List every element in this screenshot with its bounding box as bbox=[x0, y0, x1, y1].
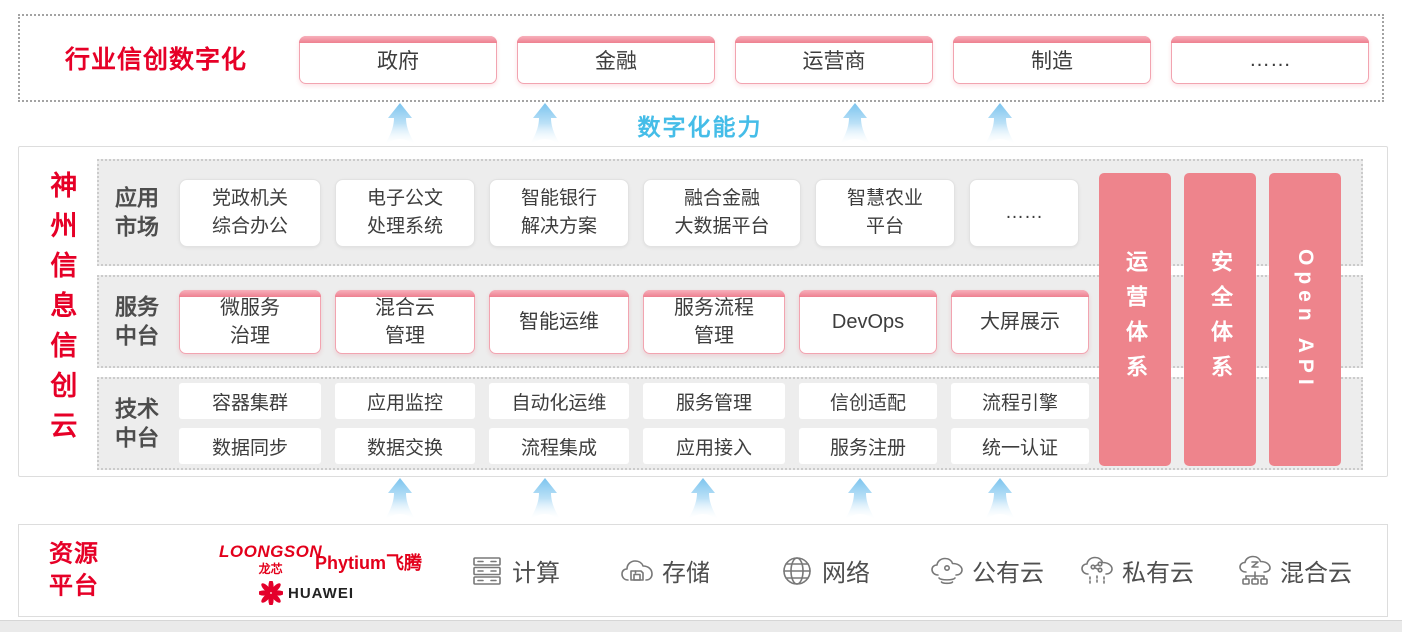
tech-box: 服务管理 bbox=[643, 383, 785, 419]
pillar-open-api: Open API bbox=[1269, 173, 1341, 466]
industry-box-manufacturing: 制造 bbox=[953, 36, 1151, 84]
platform-title: 神州信息信创云 bbox=[46, 171, 77, 451]
tech-box: 自动化运维 bbox=[489, 383, 629, 419]
app-box: 智能银行 解决方案 bbox=[489, 178, 629, 247]
app-box: 融合金融 大数据平台 bbox=[643, 178, 801, 247]
service-box: 服务流程 管理 bbox=[643, 289, 785, 354]
pillar-security-system: 安全体系 bbox=[1184, 173, 1256, 466]
network-icon bbox=[783, 556, 811, 585]
service-boxes: 微服务 治理 混合云 管理 智能运维 服务流程 管理 DevOps 大屏展示 bbox=[179, 277, 1089, 366]
platform-box: 神州信息信创云 应用 市场 党政机关 综合办公 电子公文 处理系统 智能银行 解… bbox=[18, 146, 1388, 477]
up-arrow-icon bbox=[840, 103, 870, 144]
up-arrow-icon bbox=[385, 478, 415, 519]
tech-boxes: 容器集群 数据同步 应用监控 数据交换 自动化运维 流程集成 服务管理 应用接入… bbox=[179, 379, 1089, 468]
footer-bar bbox=[0, 620, 1402, 632]
layer-label: 应用 市场 bbox=[115, 184, 160, 240]
tech-box: 统一认证 bbox=[951, 428, 1089, 464]
private-cloud-icon bbox=[1081, 556, 1113, 584]
up-arrow-icon bbox=[530, 103, 560, 144]
hybrid-cloud-icon bbox=[1239, 555, 1271, 585]
layer-tech-platform: 技术 中台 容器集群 数据同步 应用监控 数据交换 自动化运维 流程集成 服务管… bbox=[97, 377, 1363, 470]
tech-box: 信创适配 bbox=[799, 383, 937, 419]
resource-band: 资源 平台 LOONGSON 龙芯 Phytium飞腾 HUAWEI bbox=[18, 524, 1388, 617]
industry-band-title: 行业信创数字化 bbox=[65, 46, 248, 74]
up-arrow-icon bbox=[688, 478, 718, 519]
service-box: 混合云 管理 bbox=[335, 289, 475, 354]
layer-service-platform: 服务 中台 微服务 治理 混合云 管理 智能运维 服务流程 管理 DevOps … bbox=[97, 275, 1363, 368]
app-box: 党政机关 综合办公 bbox=[179, 178, 321, 247]
industry-box-operator: 运营商 bbox=[735, 36, 933, 84]
app-boxes: 党政机关 综合办公 电子公文 处理系统 智能银行 解决方案 融合金融 大数据平台… bbox=[179, 161, 1079, 264]
up-arrow-icon bbox=[845, 478, 875, 519]
tech-box: 应用接入 bbox=[643, 428, 785, 464]
tech-box: 数据同步 bbox=[179, 428, 321, 464]
server-icon bbox=[473, 556, 501, 585]
service-box: 大屏展示 bbox=[951, 289, 1089, 354]
resource-item-network: 网络 bbox=[779, 553, 870, 589]
resource-item-hybrid-cloud: 混合云 bbox=[1237, 553, 1352, 589]
phytium-logo: Phytium飞腾 bbox=[315, 553, 423, 573]
up-arrow-icon bbox=[985, 103, 1015, 144]
service-box: 微服务 治理 bbox=[179, 289, 321, 354]
industry-box-government: 政府 bbox=[299, 36, 497, 84]
layer-app-market: 应用 市场 党政机关 综合办公 电子公文 处理系统 智能银行 解决方案 融合金融… bbox=[97, 159, 1363, 266]
service-box: DevOps bbox=[799, 289, 937, 354]
service-box: 智能运维 bbox=[489, 289, 629, 354]
tech-box: 流程集成 bbox=[489, 428, 629, 464]
up-arrow-icon bbox=[985, 478, 1015, 519]
industry-row: 政府 金融 运营商 制造 …… bbox=[299, 36, 1369, 84]
public-cloud-icon bbox=[931, 557, 963, 584]
industry-box-more: …… bbox=[1171, 36, 1369, 84]
resource-item-storage: 存储 bbox=[619, 553, 710, 589]
app-box-more: …… bbox=[969, 178, 1079, 247]
huawei-logo: HUAWEI bbox=[259, 581, 354, 605]
resource-title: 资源 平台 bbox=[49, 540, 99, 600]
resource-item-public-cloud: 公有云 bbox=[929, 553, 1044, 589]
storage-icon bbox=[621, 559, 653, 581]
up-arrow-icon bbox=[530, 478, 560, 519]
tech-box: 容器集群 bbox=[179, 383, 321, 419]
up-arrow-icon bbox=[385, 103, 415, 144]
resource-item-compute: 计算 bbox=[469, 553, 560, 589]
tech-box: 数据交换 bbox=[335, 428, 475, 464]
app-box: 电子公文 处理系统 bbox=[335, 178, 475, 247]
huawei-flower-icon bbox=[259, 581, 283, 605]
pillar-operation-system: 运营体系 bbox=[1099, 173, 1171, 466]
tech-box: 应用监控 bbox=[335, 383, 475, 419]
layer-label: 技术 中台 bbox=[115, 395, 160, 451]
layer-label: 服务 中台 bbox=[115, 293, 160, 349]
tech-box: 流程引擎 bbox=[951, 383, 1089, 419]
capability-label: 数字化能力 bbox=[637, 114, 763, 140]
app-box: 智慧农业 平台 bbox=[815, 178, 955, 247]
loongson-logo: LOONGSON 龙芯 bbox=[219, 542, 323, 576]
tech-box: 服务注册 bbox=[799, 428, 937, 464]
industry-band: 行业信创数字化 政府 金融 运营商 制造 …… bbox=[18, 14, 1384, 102]
resource-item-private-cloud: 私有云 bbox=[1079, 553, 1194, 589]
industry-box-finance: 金融 bbox=[517, 36, 715, 84]
